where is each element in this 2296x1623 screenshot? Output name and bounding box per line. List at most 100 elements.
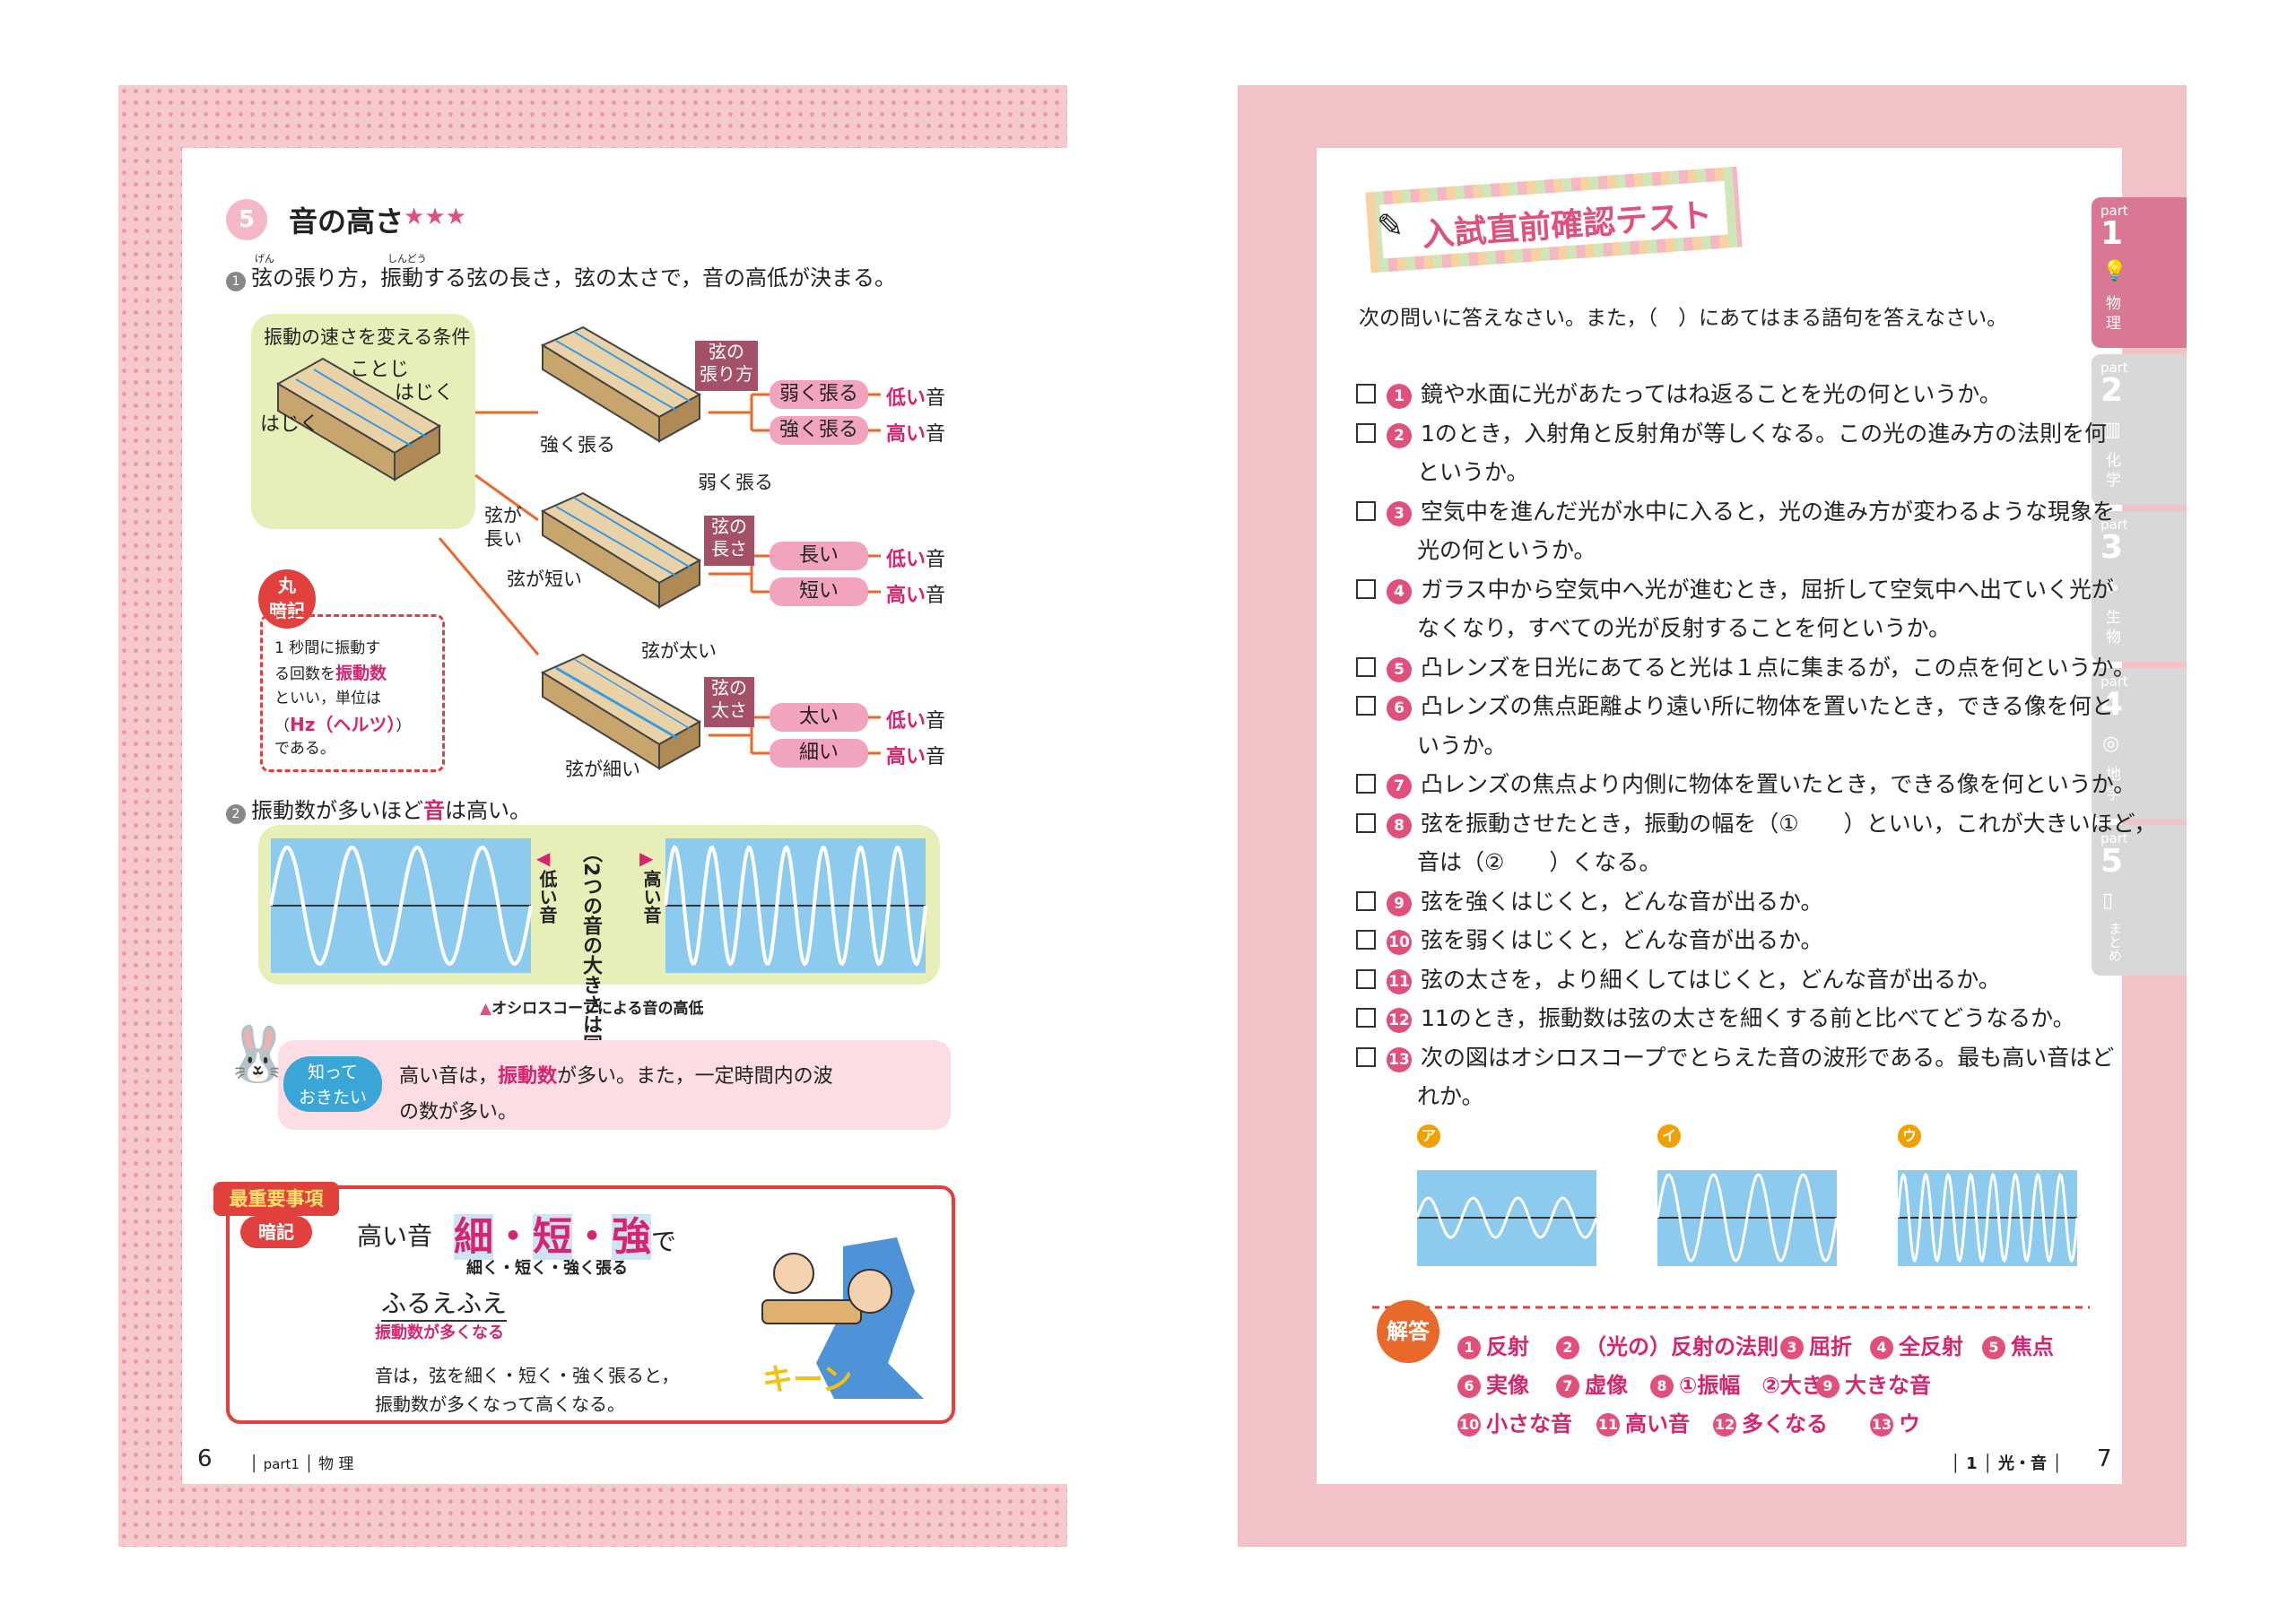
question-number: 1 xyxy=(1387,384,1412,409)
summary-badge-top: 最重要事項 xyxy=(213,1182,339,1216)
question-checkbox[interactable] xyxy=(1356,500,1376,521)
question-7: 7 凸レンズの焦点より内側に物体を置いたとき，できる像を何というか。 xyxy=(1356,765,2135,803)
tag-length: 弦の 長さ xyxy=(704,516,754,566)
answer-badge: 解答 xyxy=(1377,1300,1439,1363)
question-text: 11のとき，振動数は弦の太さを細くする前と比べてどうなるか。 xyxy=(1421,1005,2075,1031)
result-1a: 低い音 xyxy=(886,387,946,410)
osc-low-wave xyxy=(269,846,533,966)
summary-box xyxy=(226,1185,955,1424)
label-tsuyoku-haru: 強く張る xyxy=(540,434,615,456)
tab-part5[interactable]: part 5 ▯ まとめ xyxy=(2092,825,2187,976)
question-6: 6 凸レンズの焦点距離より遠い所に物体を置いたとき，できる像を何と xyxy=(1356,687,2114,725)
question-4-cont: なくなり，すべての光が反射することを何というか。 xyxy=(1417,615,1952,641)
question-checkbox[interactable] xyxy=(1356,968,1376,989)
label-gen-mijikai: 弦が短い xyxy=(507,568,582,590)
cond-short: 短い xyxy=(770,577,868,606)
question-2-cont: というか。 xyxy=(1417,459,1529,485)
question-checkbox[interactable] xyxy=(1356,578,1376,599)
question-checkbox[interactable] xyxy=(1356,890,1376,911)
tag-thickness: 弦の 太さ xyxy=(704,677,754,727)
question-number: 10 xyxy=(1387,930,1412,955)
book-icon: ▯ xyxy=(2102,890,2114,912)
question-text: 凸レンズを日光にあてると光は１点に集まるが，この点を何というか。 xyxy=(1421,654,2136,681)
osc-low-arrow: ◀ xyxy=(536,847,551,869)
memo-line1: 1 秒間に振動す xyxy=(274,639,381,657)
question-number: 11 xyxy=(1387,968,1412,994)
right-page-number: 7 xyxy=(2097,1445,2112,1472)
question-text: 空気中を進んだ光が水中に入ると，光の進み方が変わるような現象を xyxy=(1421,498,2116,525)
instrument-thickness xyxy=(540,653,702,770)
question-number: 6 xyxy=(1387,696,1412,721)
question-text: 次の図はオシロスコープでとらえた音の波形である。最も高い音はど xyxy=(1421,1044,2115,1071)
cond-weak-tension: 弱く張る xyxy=(770,380,868,409)
tab-part1[interactable]: part 1 💡 物 理 xyxy=(2092,197,2187,348)
label-hajiku-1: はじく xyxy=(395,382,455,404)
question-checkbox[interactable] xyxy=(1356,656,1376,677)
left-page-number: 6 xyxy=(197,1445,213,1472)
question-text: 弦を弱くはじくと，どんな音が出るか。 xyxy=(1421,927,1823,953)
tip-box xyxy=(278,1040,951,1130)
question-checkbox[interactable] xyxy=(1356,422,1376,443)
tab-part2[interactable]: part 2 ▥ 化 学 xyxy=(2092,354,2187,505)
cond-thin: 細い xyxy=(770,739,868,768)
question-13-cont: れか。 xyxy=(1417,1083,1484,1109)
instructions: 次の問いに答えなさい。また，（ ）にあてはまる語句を答えなさい。 xyxy=(1359,307,2008,330)
question-text: 鏡や水面に光があたってはね返ることを光の何というか。 xyxy=(1421,381,2002,407)
question-checkbox[interactable] xyxy=(1356,1008,1376,1028)
question-checkbox[interactable] xyxy=(1356,696,1376,716)
question-number: 7 xyxy=(1387,774,1412,799)
sprout-icon: ♣ xyxy=(2102,576,2120,598)
question-checkbox[interactable] xyxy=(1356,384,1376,404)
question-number: 4 xyxy=(1387,578,1412,604)
test-tube-icon: ▥ xyxy=(2102,419,2121,441)
question-text: 弦を振動させたとき，振動の幅を（① ）といい，これが大きいほど， xyxy=(1421,810,2157,837)
osc-high-wave xyxy=(664,845,927,967)
question-8-cont: 音は（② ）くなる。 xyxy=(1417,849,1662,875)
question-checkbox[interactable] xyxy=(1356,812,1376,833)
question-text: 凸レンズの焦点より内側に物体を置いたとき，できる像を何というか。 xyxy=(1421,771,2136,797)
right-footer: │ 1 │ 光・音 │ xyxy=(1951,1454,2063,1473)
tab-part3[interactable]: part 3 ♣ 生 物 xyxy=(2092,511,2187,662)
question-checkbox[interactable] xyxy=(1356,1046,1376,1067)
pencil-icon: ✎ xyxy=(1377,208,1405,245)
tip-line2: の数が多い。 xyxy=(399,1101,518,1124)
left-footer: │ part1 │ 物 理 xyxy=(249,1455,354,1473)
memo-box xyxy=(260,614,445,772)
question-checkbox[interactable] xyxy=(1356,930,1376,950)
label-yowaku-haru: 弱く張る xyxy=(698,472,773,493)
question-number: 12 xyxy=(1387,1008,1412,1033)
tab-part4[interactable]: part 4 ◎ 地 学 xyxy=(2092,668,2187,819)
importance-stars: ★★★ xyxy=(404,204,466,230)
memo-line3: といい，単位は xyxy=(274,690,381,707)
memo-line5: である。 xyxy=(274,740,335,758)
question-number: 2 xyxy=(1387,422,1412,448)
cond-long: 長い xyxy=(770,542,868,570)
question-12: 12 11のとき，振動数は弦の太さを細くする前と比べてどうなるか。 xyxy=(1356,999,2075,1037)
question-text: 凸レンズの焦点距離より遠い所に物体を置いたとき，できる像を何と xyxy=(1421,693,2114,719)
point1-mark: 1 xyxy=(226,272,246,291)
summary-sub1: 細く・短く・強く張る xyxy=(466,1259,628,1278)
question-number: 5 xyxy=(1387,656,1412,682)
section-title: 音の高さ★★★ xyxy=(289,204,466,239)
label-gen-futoi: 弦が太い xyxy=(641,640,717,662)
question-checkbox[interactable] xyxy=(1356,774,1376,794)
point2-mark: 2 xyxy=(226,804,246,824)
answer-2: 2（光の）反射の法則 xyxy=(1556,1329,1779,1360)
result-2b: 高い音 xyxy=(886,585,946,607)
summary-furuefue: ふるえふえ xyxy=(381,1284,508,1322)
result-3b: 高い音 xyxy=(886,746,946,768)
